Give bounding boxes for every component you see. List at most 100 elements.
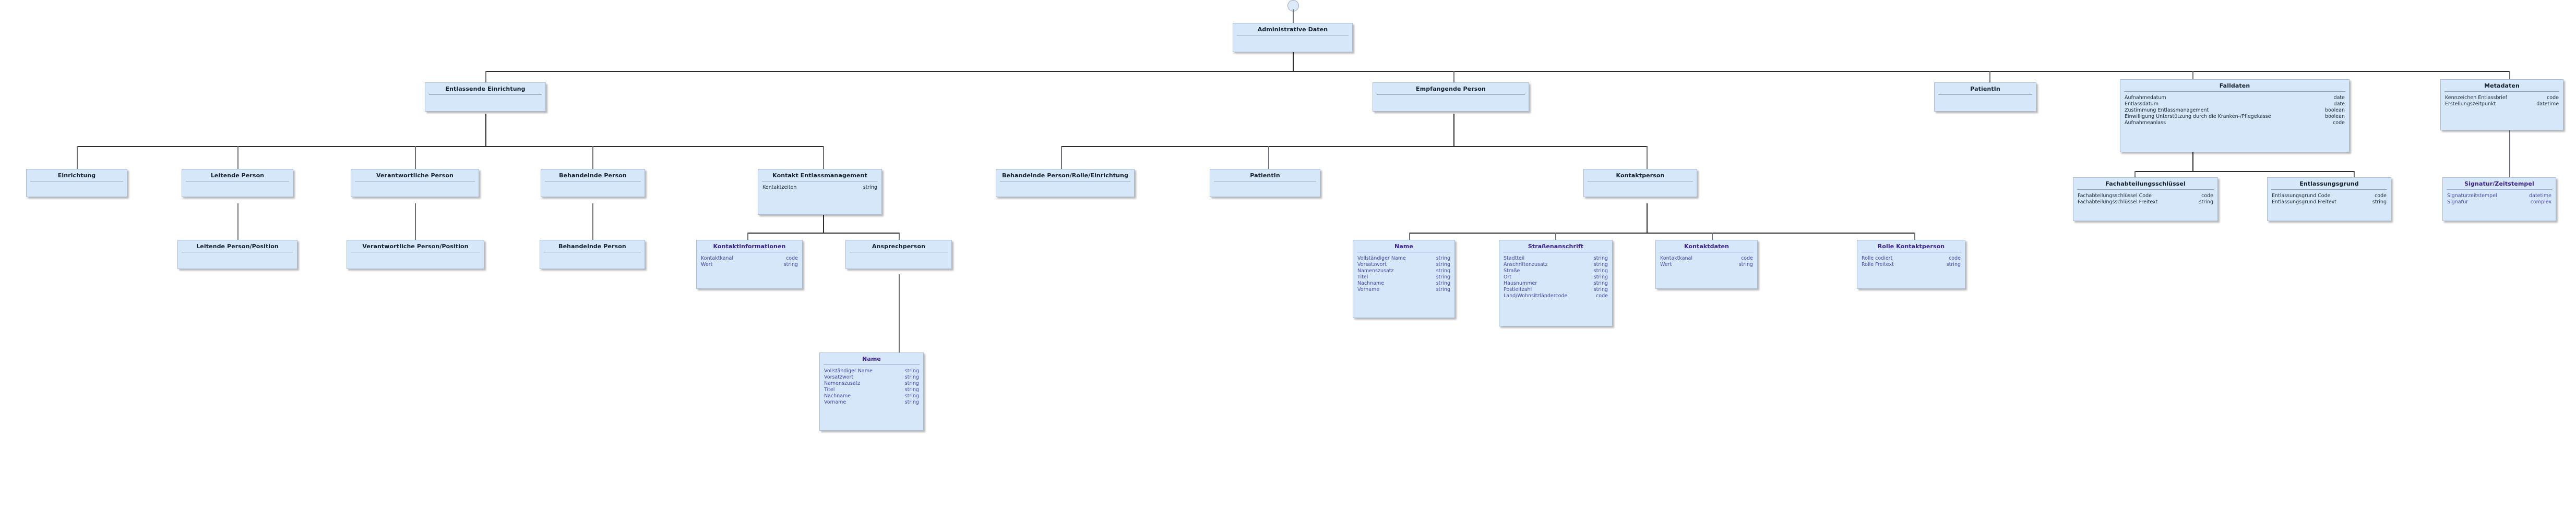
- node-title: Leitende Person/Position: [196, 243, 279, 250]
- attribute-name: Titel: [1357, 274, 1368, 280]
- edge-root-stem: [1293, 9, 1294, 24]
- attribute-name: Land/Wohnsitzländercode: [1504, 293, 1568, 299]
- node-verantwortliche-person-position[interactable]: Verantwortliche Person/Position: [347, 240, 484, 269]
- edge-drop-empfangende-person: [1453, 71, 1454, 82]
- node-title: Kontakt Entlassmanagement: [772, 172, 867, 179]
- edge-drop-leitende-person-position: [237, 203, 238, 240]
- attribute-type: code: [2201, 193, 2213, 199]
- attribute-name: Namenszusatz: [824, 381, 861, 386]
- attribute-type: code: [2333, 120, 2345, 126]
- node-attributes: [540, 252, 645, 271]
- node-title: Verantwortliche Person: [376, 172, 454, 179]
- attribute-name: Zustimmung Entlassmanagement: [2125, 107, 2209, 113]
- edge-drop-verantwortliche-person-position: [415, 203, 416, 240]
- attribute-name: Ort: [1504, 274, 1512, 280]
- edge-level2-bus: [485, 71, 2510, 72]
- attribute-name: Kennzeichen Entlassbrief: [2445, 95, 2508, 101]
- node-title: Entlassende Einrichtung: [445, 86, 526, 92]
- attribute-name: Vorname: [1357, 287, 1380, 293]
- edge-drop-entlassungsgrund: [2354, 171, 2355, 177]
- node-title: Falldaten: [2219, 82, 2250, 89]
- attribute-name: Postleitzahl: [1504, 287, 1532, 293]
- attribute-name: Vorsatzwort: [1357, 262, 1387, 267]
- edge-drop-metadaten: [2509, 71, 2510, 82]
- attribute-name: Entlassungsgrund Freitext: [2272, 199, 2336, 205]
- edge-drop-leitende-person: [237, 146, 238, 169]
- node-title: Kontaktperson: [1616, 172, 1665, 179]
- node-patientin-level2[interactable]: PatientIn: [1934, 82, 2036, 112]
- attribute-type: string: [1436, 281, 1450, 286]
- attribute-type: string: [1946, 262, 1961, 267]
- edge-drop-patientin-l3: [1268, 146, 1269, 169]
- node-kontakt-entlassmanagement[interactable]: Kontakt Entlassmanagement Kontaktzeiten s…: [758, 169, 882, 215]
- node-ansprechperson[interactable]: Ansprechperson: [845, 240, 952, 269]
- node-attributes: [1935, 95, 2036, 113]
- edge-drop-ansprechperson: [899, 233, 900, 240]
- attribute-name: Erstellungszeitpunkt: [2445, 101, 2496, 107]
- node-fachabteilungsschluessel[interactable]: Fachabteilungsschlüssel Fachabteilungssc…: [2073, 177, 2218, 221]
- node-entlassende-einrichtung[interactable]: Entlassende Einrichtung: [425, 82, 546, 112]
- attribute-type: date: [2333, 101, 2345, 107]
- node-kontaktperson[interactable]: Kontaktperson: [1583, 169, 1697, 197]
- attribute-name: Hausnummer: [1504, 281, 1537, 286]
- node-behandelnde-person-rolle-einrichtung[interactable]: Behandelnde Person/Rolle/Einrichtung: [996, 169, 1135, 197]
- edge-drop-name-ansprechperson: [899, 274, 900, 352]
- title-divider: [1377, 94, 1525, 95]
- node-empfangende-person[interactable]: Empfangende Person: [1373, 82, 1529, 112]
- attribute-row: Entlassdatum date: [2125, 101, 2345, 107]
- node-patientin-level3[interactable]: PatientIn: [1210, 169, 1320, 197]
- attribute-type: code: [1949, 256, 1961, 261]
- attribute-name: Kontaktzeiten: [762, 185, 797, 190]
- node-attributes: [1233, 35, 1352, 54]
- attribute-name: Signatur: [2447, 199, 2468, 205]
- node-einrichtung[interactable]: Einrichtung: [26, 169, 127, 197]
- attribute-name: Vorname: [824, 399, 846, 405]
- attribute-name: Titel: [824, 387, 835, 393]
- node-signatur-zeitstempel[interactable]: Signatur/Zeitstempel Signaturzeitstempel…: [2442, 177, 2556, 221]
- attribute-type: string: [1738, 262, 1753, 267]
- node-verantwortliche-person[interactable]: Verantwortliche Person: [351, 169, 479, 197]
- node-behandelnde-person-level3[interactable]: Behandelnde Person: [541, 169, 645, 197]
- node-attributes: [425, 95, 545, 113]
- edge-kem-down: [823, 215, 824, 233]
- attribute-name: Entlassdatum: [2125, 101, 2158, 107]
- node-behandelnde-person-level4[interactable]: Behandelnde Person: [540, 240, 645, 269]
- attribute-type: string: [1436, 256, 1450, 261]
- attribute-name: Vollständiger Name: [824, 368, 873, 374]
- node-leitende-person[interactable]: Leitende Person: [182, 169, 293, 197]
- attribute-type: string: [1593, 262, 1608, 267]
- edge-drop-signatur-zeitstempel: [2509, 130, 2510, 177]
- attribute-type: string: [863, 185, 877, 190]
- node-administrative-daten[interactable]: Administrative Daten: [1233, 23, 1353, 52]
- node-leitende-person-position[interactable]: Leitende Person/Position: [177, 240, 297, 269]
- node-title: Einrichtung: [57, 172, 96, 179]
- title-divider: [2444, 91, 2559, 92]
- edge-root-down: [1293, 51, 1294, 71]
